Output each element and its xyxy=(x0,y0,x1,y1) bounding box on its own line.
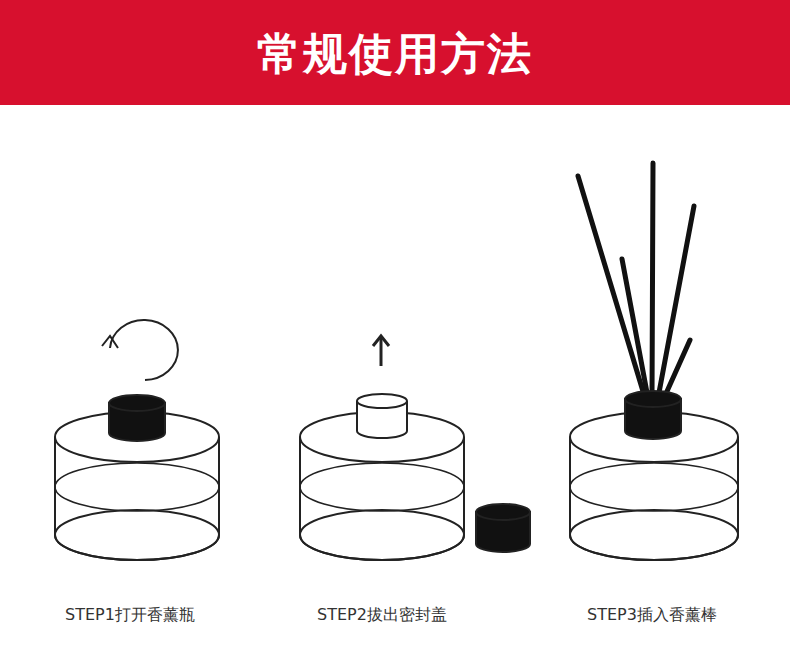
bottle-1 xyxy=(55,320,219,560)
step-label: STEP2拔出密封盖 xyxy=(317,605,447,626)
bottle-2 xyxy=(300,336,530,560)
step-label: STEP3插入香薰棒 xyxy=(587,605,717,626)
bottle-3 xyxy=(570,163,738,560)
step-label: STEP1打开香薰瓶 xyxy=(65,605,195,626)
page-title: 常规使用方法 xyxy=(257,25,533,84)
